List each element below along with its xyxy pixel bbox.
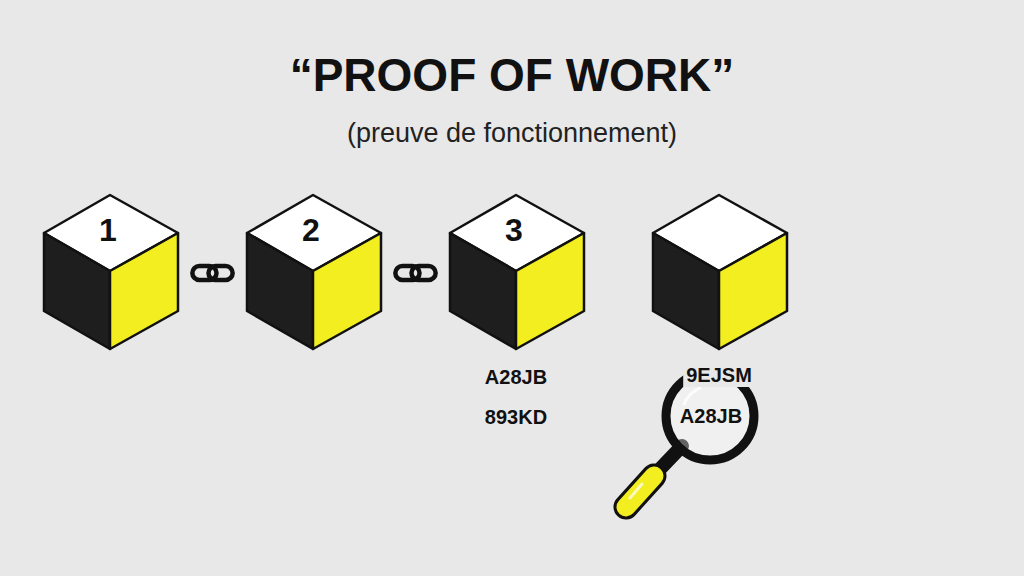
- cube-right-face: [719, 233, 787, 349]
- cube-left-face: [450, 233, 516, 349]
- block-cube: 2: [245, 193, 383, 351]
- cube-left-face: [247, 233, 313, 349]
- chain-ring: [411, 266, 435, 280]
- cube-right-face: [516, 233, 584, 349]
- chain-link: [192, 266, 232, 280]
- cube-shape: [651, 193, 789, 351]
- block-cube: 3A28JB893KD: [448, 193, 586, 351]
- block-number: 1: [99, 213, 117, 248]
- title: “PROOF OF WORK”: [0, 50, 1024, 101]
- cube-left-face: [44, 233, 110, 349]
- subtitle: (preuve de fonctionnement): [0, 117, 1024, 149]
- hash-code: A28JB: [482, 365, 550, 389]
- magnifier-handle: [626, 476, 654, 507]
- hash-code: A28JB: [677, 404, 745, 428]
- block-cube: 9EJSMA28JB: [651, 193, 789, 351]
- handle-highlight: [630, 484, 642, 498]
- block-number: 3: [505, 213, 523, 248]
- lens-highlight: [684, 388, 700, 404]
- block-cube: 1: [42, 193, 180, 351]
- cube-right-face: [110, 233, 178, 349]
- chain-ring: [208, 266, 232, 280]
- hash-code: 9EJSM: [683, 363, 755, 387]
- chain-link: [395, 266, 435, 280]
- block-number: 2: [302, 213, 320, 248]
- cube-right-face: [313, 233, 381, 349]
- magnifier-handle-outline: [626, 476, 654, 507]
- cube-left-face: [653, 233, 719, 349]
- hash-code: 893KD: [482, 405, 550, 429]
